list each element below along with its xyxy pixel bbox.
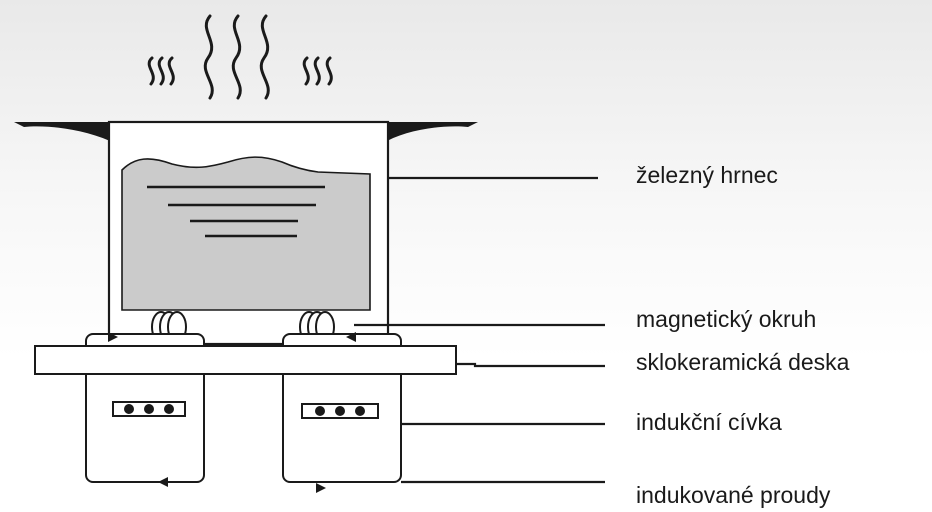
steam-wisp [259,14,270,100]
current-arrow-bottom-left [158,477,168,487]
glass-ceramic-plate [34,345,457,375]
coil-turn-dot [124,404,134,414]
steam-wisp [325,56,333,86]
coil-turn-dot [355,406,365,416]
steam-wisp [302,56,310,86]
steam-wisp [231,14,242,100]
pot [14,120,478,346]
liquid-surface-lines [147,185,325,238]
label-induction-coil: indukční cívka [636,409,782,435]
label-magnetic-circuit: magnetický okruh [636,306,817,332]
leader-lines [354,176,605,484]
current-arrow-top-left [108,332,118,342]
current-arrow-top-right [346,332,356,342]
pot-rim-left [14,122,110,141]
label-pot: železný hrnec [636,162,778,188]
current-arrow-bottom-right [316,483,326,493]
coil-turn-dot [144,404,154,414]
steam-wisp [313,56,321,86]
label-glass-ceramic-plate: sklokeramická deska [636,349,850,375]
steam-wisp [167,56,175,86]
label-induced-currents: indukované proudy [636,482,831,508]
steam-wisps [147,14,333,100]
steam-wisp [157,56,165,86]
leader-line-plate [456,362,605,368]
pot-rim-right [387,122,478,141]
steam-wisp [147,56,155,86]
coil-turn-dot [315,406,325,416]
pot-liquid [121,156,371,311]
steam-wisp [203,14,214,100]
coil-turn-dot [335,406,345,416]
coil-turn-dot [164,404,174,414]
